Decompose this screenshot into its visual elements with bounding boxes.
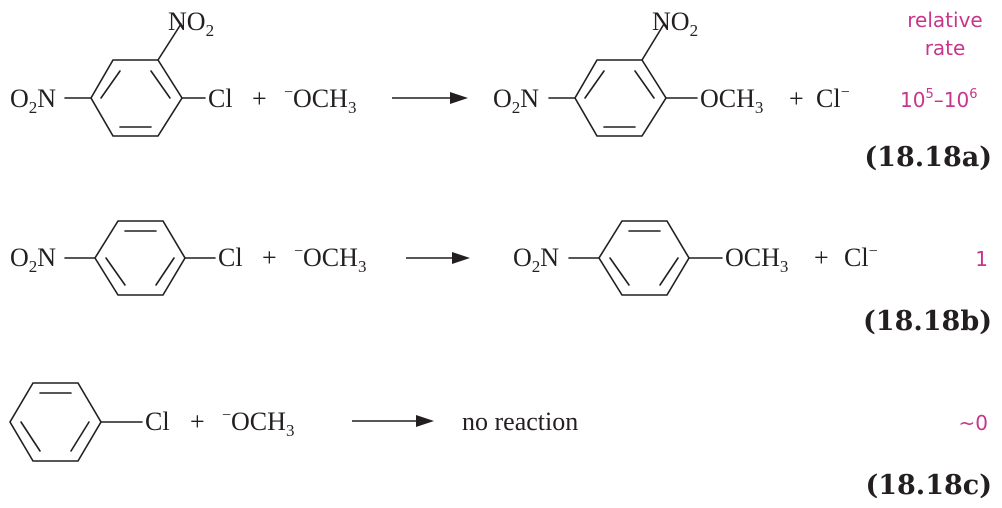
- reaction-b-reactant-ring: [94, 220, 186, 296]
- reaction-a-product-ring: [574, 59, 667, 137]
- reaction-a-reactant-bond-top: [157, 23, 182, 61]
- reaction-b-arrow: [406, 252, 470, 264]
- reaction-b-reagent: −OCH3: [294, 243, 366, 276]
- reaction-a-reactant: O2N NO2 Cl: [10, 7, 233, 137]
- reaction-b-relative-rate: 1: [975, 247, 988, 271]
- reaction-a-reactant-left-group: O2N: [10, 84, 56, 117]
- reaction-b-reactant-right-group: Cl: [218, 243, 243, 272]
- reaction-a-reactant-top-group: NO2: [168, 7, 214, 40]
- reaction-b-reactant-left-group: O2N: [10, 243, 56, 276]
- reaction-a-reactant-ring: [90, 59, 183, 137]
- rate-header-line2: rate: [925, 36, 966, 60]
- reaction-c-reactant: Cl: [9, 382, 170, 462]
- reaction-a-product: O2N NO2 OCH3: [493, 7, 763, 137]
- reaction-a-product-right-group: OCH3: [700, 84, 763, 117]
- reaction-c-equation-number: (18.18c): [865, 470, 992, 501]
- reaction-a-product-bond-top: [641, 23, 665, 61]
- reaction-c-reactant-ring: [9, 382, 102, 462]
- reaction-c-reactant-right-group: Cl: [145, 407, 170, 436]
- reaction-c: Cl + −OCH3 no reaction ~0 (18.18c): [9, 382, 992, 501]
- reaction-a-plus-1: +: [252, 84, 267, 113]
- reaction-c-relative-rate: ~0: [959, 411, 988, 435]
- reaction-a-equation-number: (18.18a): [864, 142, 992, 173]
- rate-header-line1: relative: [907, 8, 982, 32]
- reaction-b-plus-2: +: [814, 243, 829, 272]
- reaction-b-product-right-group: OCH3: [725, 243, 788, 276]
- reaction-b-reactant: O2N Cl: [10, 220, 243, 296]
- reaction-a-plus-2: +: [789, 84, 804, 113]
- reaction-b-product-left-group: O2N: [513, 243, 559, 276]
- reaction-a-byproduct: Cl−: [816, 84, 850, 113]
- reaction-c-result-text: no reaction: [462, 407, 578, 436]
- reaction-b-product: O2N OCH3: [513, 220, 788, 296]
- reaction-b-equation-number: (18.18b): [863, 306, 992, 337]
- reaction-a-relative-rate: 105–106: [900, 87, 977, 112]
- reaction-b-product-ring: [598, 220, 690, 296]
- reaction-c-reagent: −OCH3: [222, 407, 294, 440]
- reaction-b-byproduct: Cl−: [844, 243, 878, 272]
- reaction-a-arrow: [392, 92, 468, 104]
- reaction-a-reagent: −OCH3: [284, 84, 356, 117]
- reaction-c-plus-1: +: [190, 407, 205, 436]
- reaction-b: O2N Cl + −OCH3 O2N: [10, 220, 992, 337]
- reaction-a-product-left-group: O2N: [493, 84, 539, 117]
- reaction-a: O2N NO2 Cl + −OCH3 O2N: [10, 7, 992, 173]
- reaction-b-plus-1: +: [262, 243, 277, 272]
- reaction-a-product-top-group: NO2: [652, 7, 698, 40]
- reaction-c-arrow: [352, 415, 434, 427]
- reaction-a-reactant-right-group: Cl: [208, 84, 233, 113]
